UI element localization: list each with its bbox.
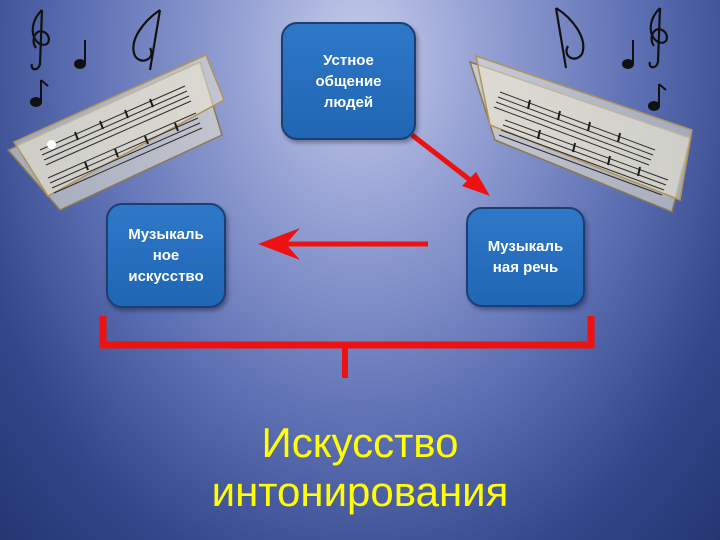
sheet-music-left-icon: [6, 53, 225, 211]
treble-clef-icon: [132, 9, 162, 71]
node-line: людей: [323, 93, 374, 111]
node-line: Устное: [323, 51, 374, 69]
caption-line: Искусство: [261, 419, 459, 466]
sheet-music-right-page-2: [475, 54, 693, 202]
node-line: Музыкаль: [487, 238, 564, 255]
music-note-icon: [30, 79, 49, 107]
sheet-music-left-page-2: [12, 53, 225, 197]
treble-clef-icon: [30, 9, 50, 71]
treble-clef-icon: [648, 7, 668, 69]
node-musical-speech: Музыкаль ная речь: [466, 207, 585, 307]
node-line: ная речь: [492, 259, 559, 276]
node-line: искусство: [128, 268, 204, 285]
node-line: ное: [152, 247, 180, 264]
arrow-top-to-right: [410, 133, 490, 196]
caption-line: интонирования: [211, 468, 509, 515]
music-note-icon: [74, 40, 86, 69]
sheet-music-right-icon: [468, 54, 693, 214]
node-line: общение: [315, 72, 382, 90]
caption-title: Искусство интонирования: [0, 418, 720, 516]
arrow-right-to-left: [258, 228, 428, 260]
music-note-icon: [648, 83, 667, 111]
grouping-bracket: [99, 316, 595, 378]
bullet-dot: [47, 140, 56, 149]
node-oral-communication: Устное общение людей: [281, 22, 416, 140]
node-line: Музыкаль: [128, 226, 204, 243]
music-note-icon: [622, 40, 634, 69]
treble-clef-icon: [554, 7, 585, 69]
node-musical-art: Музыкаль ное искусство: [106, 203, 226, 308]
